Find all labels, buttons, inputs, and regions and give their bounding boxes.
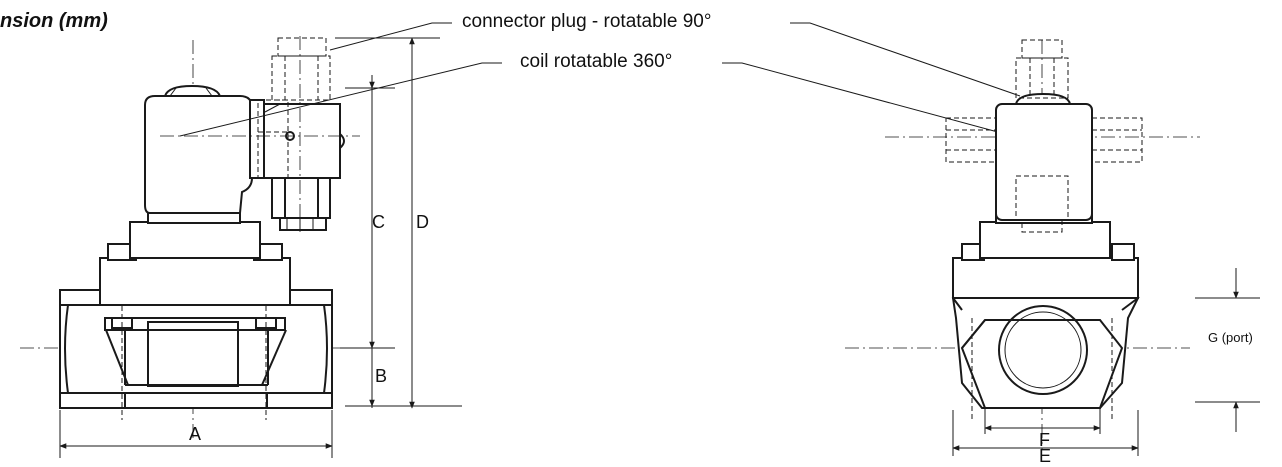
callout-coil: coil rotatable 360°: [520, 51, 673, 72]
dimension-label-f: F: [1039, 430, 1050, 450]
dimension-label-a: A: [189, 424, 202, 444]
dimension-label-b: B: [375, 366, 388, 386]
dimension-label-d: D: [416, 212, 429, 232]
dimension-label-e: E: [1039, 446, 1052, 466]
end-view: [845, 39, 1260, 456]
callout-connector-plug: connector plug - rotatable 90°: [462, 11, 712, 32]
dimension-label-g-port: G (port): [1208, 330, 1253, 345]
callout-leaders: [179, 22, 1021, 139]
side-view: [20, 36, 462, 458]
dimension-label-c: C: [372, 212, 385, 232]
page-title: nsion (mm): [0, 10, 108, 32]
